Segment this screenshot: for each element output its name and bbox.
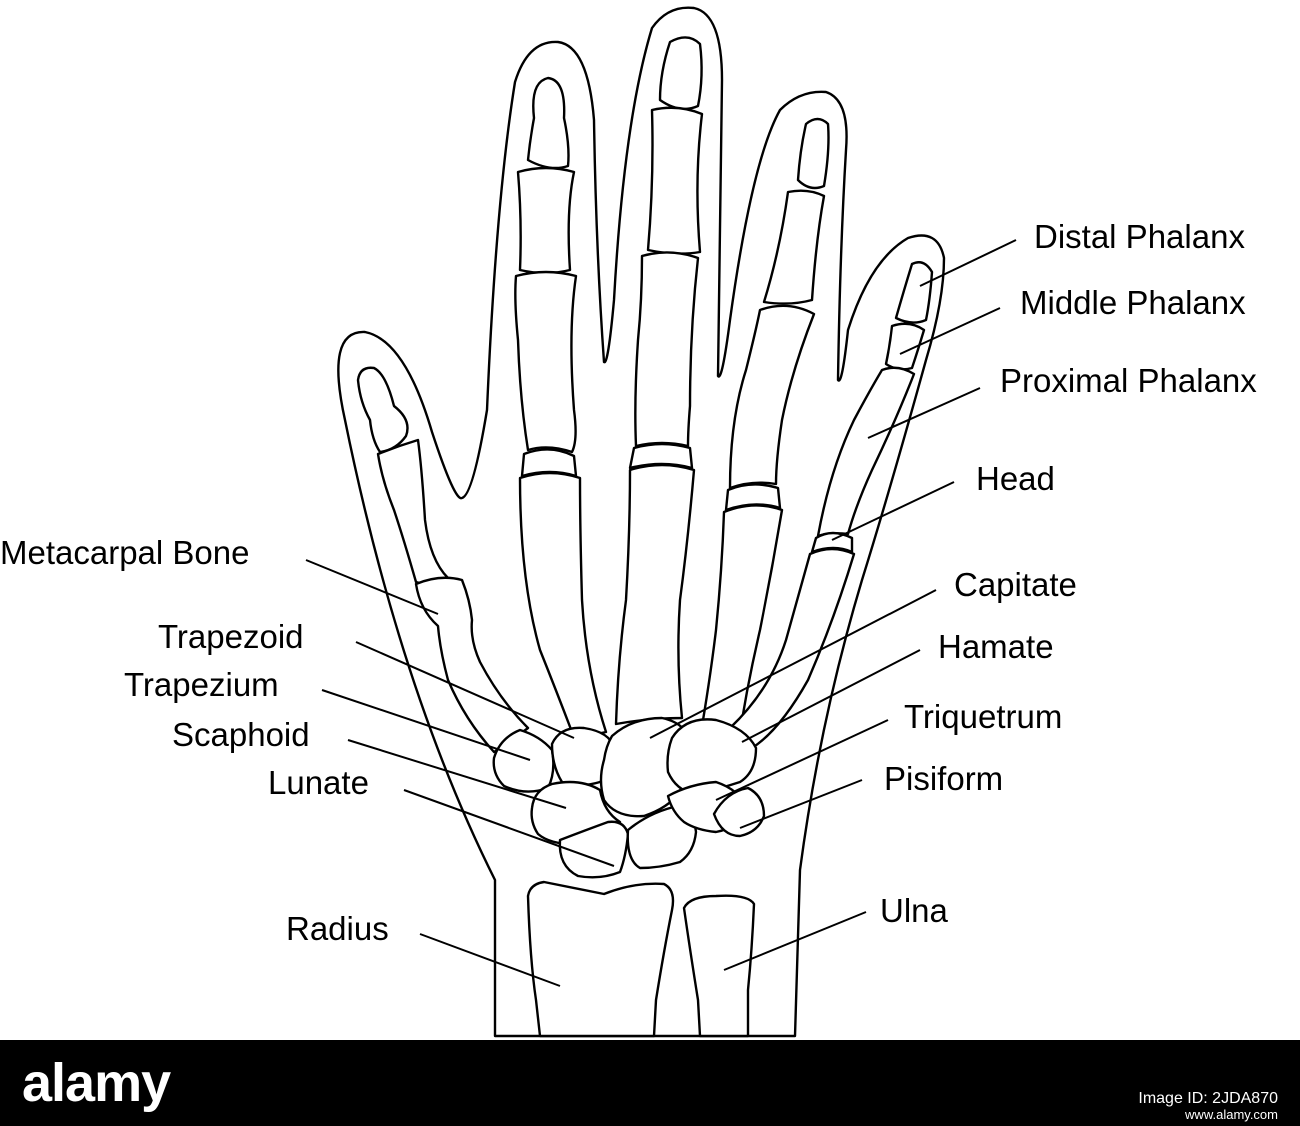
label-pisiform: Pisiform <box>884 760 1003 797</box>
label-metacarpal-bone: Metacarpal Bone <box>0 534 249 571</box>
middle-proximal-phalanx <box>635 252 698 446</box>
forearm-bones <box>528 882 754 1036</box>
label-hamate: Hamate <box>938 628 1054 665</box>
label-head: Head <box>976 460 1055 497</box>
label-scaphoid: Scaphoid <box>172 716 310 753</box>
label-trapezium: Trapezium <box>124 666 279 703</box>
index-middle-phalanx <box>518 168 574 273</box>
label-middle-phalanx: Middle Phalanx <box>1020 284 1246 321</box>
watermark-logo: alamy <box>22 1050 170 1116</box>
label-lunate: Lunate <box>268 764 369 801</box>
label-distal-phalanx: Distal Phalanx <box>1034 218 1245 255</box>
index-proximal-phalanx <box>515 272 576 452</box>
watermark-url: www.alamy.com <box>1185 1107 1278 1122</box>
label-triquetrum: Triquetrum <box>904 698 1062 735</box>
label-ulna: Ulna <box>880 892 949 929</box>
hand-bone-diagram: Distal Phalanx Middle Phalanx Proximal P… <box>0 0 1300 1040</box>
middle-middle-phalanx <box>648 108 702 254</box>
watermark-footer: alamy Image ID: 2JDA870 www.alamy.com <box>0 1040 1300 1126</box>
label-proximal-phalanx: Proximal Phalanx <box>1000 362 1257 399</box>
index-distal-phalanx <box>528 78 569 168</box>
label-radius: Radius <box>286 910 389 947</box>
label-capitate: Capitate <box>954 566 1077 603</box>
image-id-text: Image ID: 2JDA870 <box>1138 1090 1278 1108</box>
radius-bone <box>528 882 673 1036</box>
label-trapezoid: Trapezoid <box>158 618 304 655</box>
